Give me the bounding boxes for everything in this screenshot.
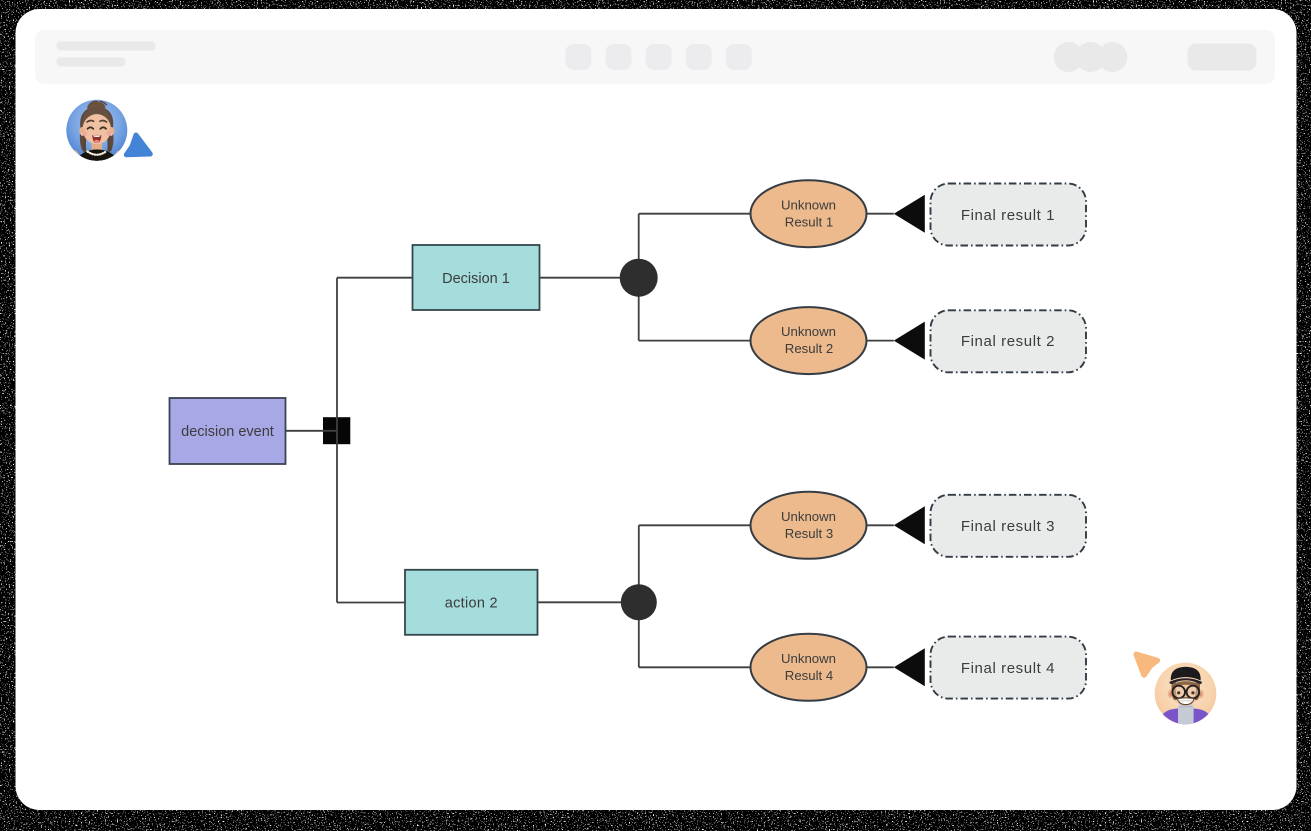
svg-text:Unknown: Unknown [781, 197, 836, 212]
svg-text:Unknown: Unknown [781, 651, 836, 666]
svg-text:Final result 1: Final result 1 [961, 207, 1055, 224]
svg-text:Result 4: Result 4 [785, 668, 833, 683]
svg-text:decision event: decision event [181, 424, 274, 440]
svg-text:Final result 4: Final result 4 [961, 660, 1055, 677]
svg-text:Unknown: Unknown [781, 509, 836, 524]
svg-text:Decision 1: Decision 1 [442, 271, 510, 287]
svg-text:Result 3: Result 3 [785, 526, 833, 541]
svg-text:Result 2: Result 2 [785, 341, 833, 356]
svg-text:action 2: action 2 [445, 596, 498, 612]
svg-text:Result 1: Result 1 [785, 214, 833, 229]
svg-text:Final result 2: Final result 2 [961, 333, 1055, 350]
svg-text:Final result 3: Final result 3 [961, 518, 1055, 535]
svg-text:Unknown: Unknown [781, 324, 836, 339]
